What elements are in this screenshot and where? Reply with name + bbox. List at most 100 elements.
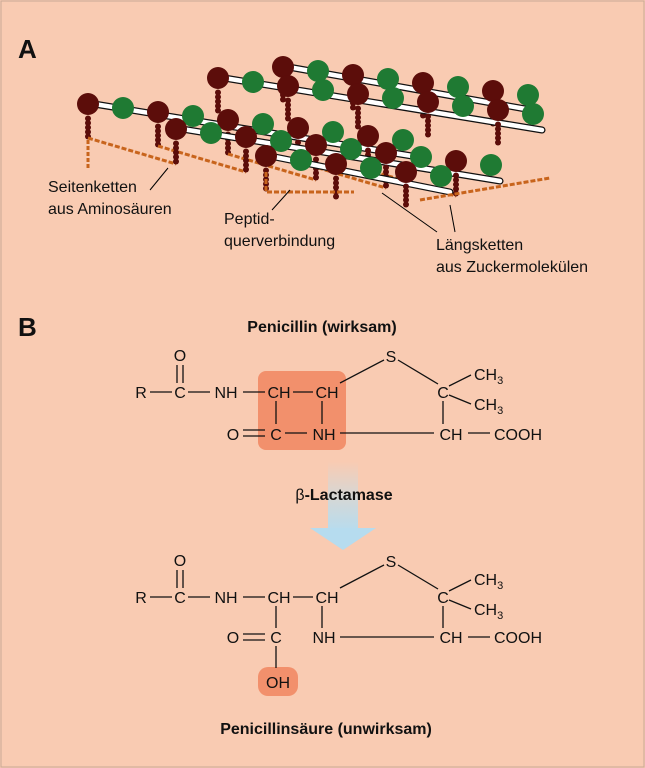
amino-acid-bead	[155, 137, 161, 143]
atom2-quaternary-c: C	[437, 590, 449, 607]
amino-acid-bead	[403, 188, 409, 194]
atom-lactam-o: O	[227, 427, 239, 444]
amino-acid-bead	[403, 197, 409, 203]
enzyme-label: β-Lactamase	[295, 487, 392, 504]
sugar-nam	[305, 134, 327, 156]
amino-acid-bead	[383, 169, 389, 175]
amino-acid-bead	[383, 182, 389, 189]
amino-acid-bead	[495, 121, 501, 128]
sugar-nag	[242, 71, 264, 93]
amino-acid-bead	[285, 111, 291, 117]
amino-acid-bead	[85, 129, 91, 135]
sugar-nam	[277, 75, 299, 97]
long-chain-leader-2	[449, 204, 456, 233]
amino-acid-bead	[495, 139, 501, 146]
peptide-label-line1: Peptid-	[224, 211, 275, 228]
sugar-nag	[360, 157, 382, 179]
atom2-r: R	[135, 590, 147, 607]
panel-b-letter: B	[18, 312, 37, 342]
amino-acid-bead	[355, 119, 361, 125]
sugar-nam	[147, 101, 169, 123]
sugar-nam	[347, 83, 369, 105]
arrow-head	[310, 528, 376, 550]
sugar-nag	[382, 87, 404, 109]
amino-acid-bead	[355, 114, 361, 121]
sugar-nag	[517, 84, 539, 106]
amino-acid-bead	[85, 124, 91, 131]
atom-ring-ch-1: CH	[267, 385, 290, 402]
peptide-leader	[271, 189, 291, 211]
sugar-nam	[342, 64, 364, 86]
atom-carbonyl-c: C	[174, 385, 186, 402]
beta-lactam-ring-highlight	[258, 371, 346, 450]
amino-acid-bead	[215, 103, 221, 109]
penicillin-atoms: R C O NH CH CH O C NH S C CH COOH	[135, 348, 542, 444]
amino-acid-bead	[313, 174, 319, 181]
atom2-ring-nh: NH	[312, 630, 335, 647]
penicilloic-acid-atoms: R C O NH CH CH O C NH OH S C CH COOH	[135, 553, 542, 692]
amino-acid-bead	[85, 120, 91, 126]
amino-acid-bead	[313, 156, 319, 163]
amino-acid-bead	[453, 186, 459, 192]
peptide-crosslink	[227, 152, 317, 182]
atom2-ch-1: CH	[267, 590, 290, 607]
sugar-nam	[77, 93, 99, 115]
peptide-crosslink	[264, 172, 354, 194]
atom-ring-ch-2: CH	[315, 385, 338, 402]
methyl-1: CH3	[474, 367, 503, 387]
sugar-nam	[445, 150, 467, 172]
atom2-acid-c: C	[270, 630, 282, 647]
side-chains-label-line2: aus Aminosäuren	[48, 201, 172, 218]
amino-acid-bead	[173, 154, 179, 160]
long-chains-label-line1: Längsketten	[436, 237, 523, 254]
sugar-nag	[290, 149, 312, 171]
peptide-label-line2: querverbindung	[224, 233, 335, 250]
atom2-cooh: COOH	[494, 630, 542, 647]
amino-acid-bead	[295, 139, 301, 146]
amino-acid-bead	[425, 118, 431, 124]
sugar-nam	[235, 126, 257, 148]
atom-carbonyl-o: O	[174, 348, 186, 365]
amino-acid-bead	[155, 132, 161, 139]
sugar-nam	[395, 161, 417, 183]
amino-acid-bead	[155, 123, 161, 130]
amino-acid-bead	[285, 106, 291, 113]
amino-acid-bead	[215, 98, 221, 105]
sugar-nag	[430, 165, 452, 187]
peptide-crosslink-label: Peptid- querverbindung	[224, 211, 335, 250]
sugar-nam	[287, 117, 309, 139]
atom2-ch-2: CH	[315, 590, 338, 607]
methyl2-1: CH3	[474, 572, 503, 592]
sugar-nam	[255, 145, 277, 167]
amino-acid-bead	[243, 153, 249, 159]
sugar-nag	[452, 95, 474, 117]
panel-a-letter: A	[18, 34, 37, 64]
amino-acid-bead	[425, 113, 431, 120]
amino-acid-bead	[243, 166, 249, 173]
atom-lactam-c: C	[270, 427, 282, 444]
long-chains-label-line2: aus Zuckermolekülen	[436, 259, 588, 276]
sugar-nag	[322, 121, 344, 143]
sugar-nam	[325, 153, 347, 175]
amino-acid-bead	[333, 175, 339, 182]
amino-acid-bead	[313, 170, 319, 176]
sugar-nam	[272, 56, 294, 78]
arrow-shaft	[328, 462, 358, 532]
amino-acid-bead	[225, 145, 231, 151]
amino-acid-bead	[383, 164, 389, 171]
atom-sulfur: S	[386, 349, 397, 366]
amino-acid-bead	[280, 96, 286, 103]
penicilloic-acid-methyls: CH3 CH3	[474, 572, 503, 622]
amino-acid-bead	[355, 105, 361, 112]
amino-acid-bead	[215, 89, 221, 96]
amino-acid-bead	[285, 115, 291, 122]
hydroxyl-highlight	[258, 667, 298, 696]
atom2-sulfur: S	[386, 554, 397, 571]
penicilloic-acid-title: Penicillinsäure (unwirksam)	[220, 721, 432, 738]
sugar-nag	[252, 113, 274, 135]
sugar-nam	[417, 91, 439, 113]
penicillin-bonds	[150, 359, 490, 437]
sugar-nag	[200, 122, 222, 144]
